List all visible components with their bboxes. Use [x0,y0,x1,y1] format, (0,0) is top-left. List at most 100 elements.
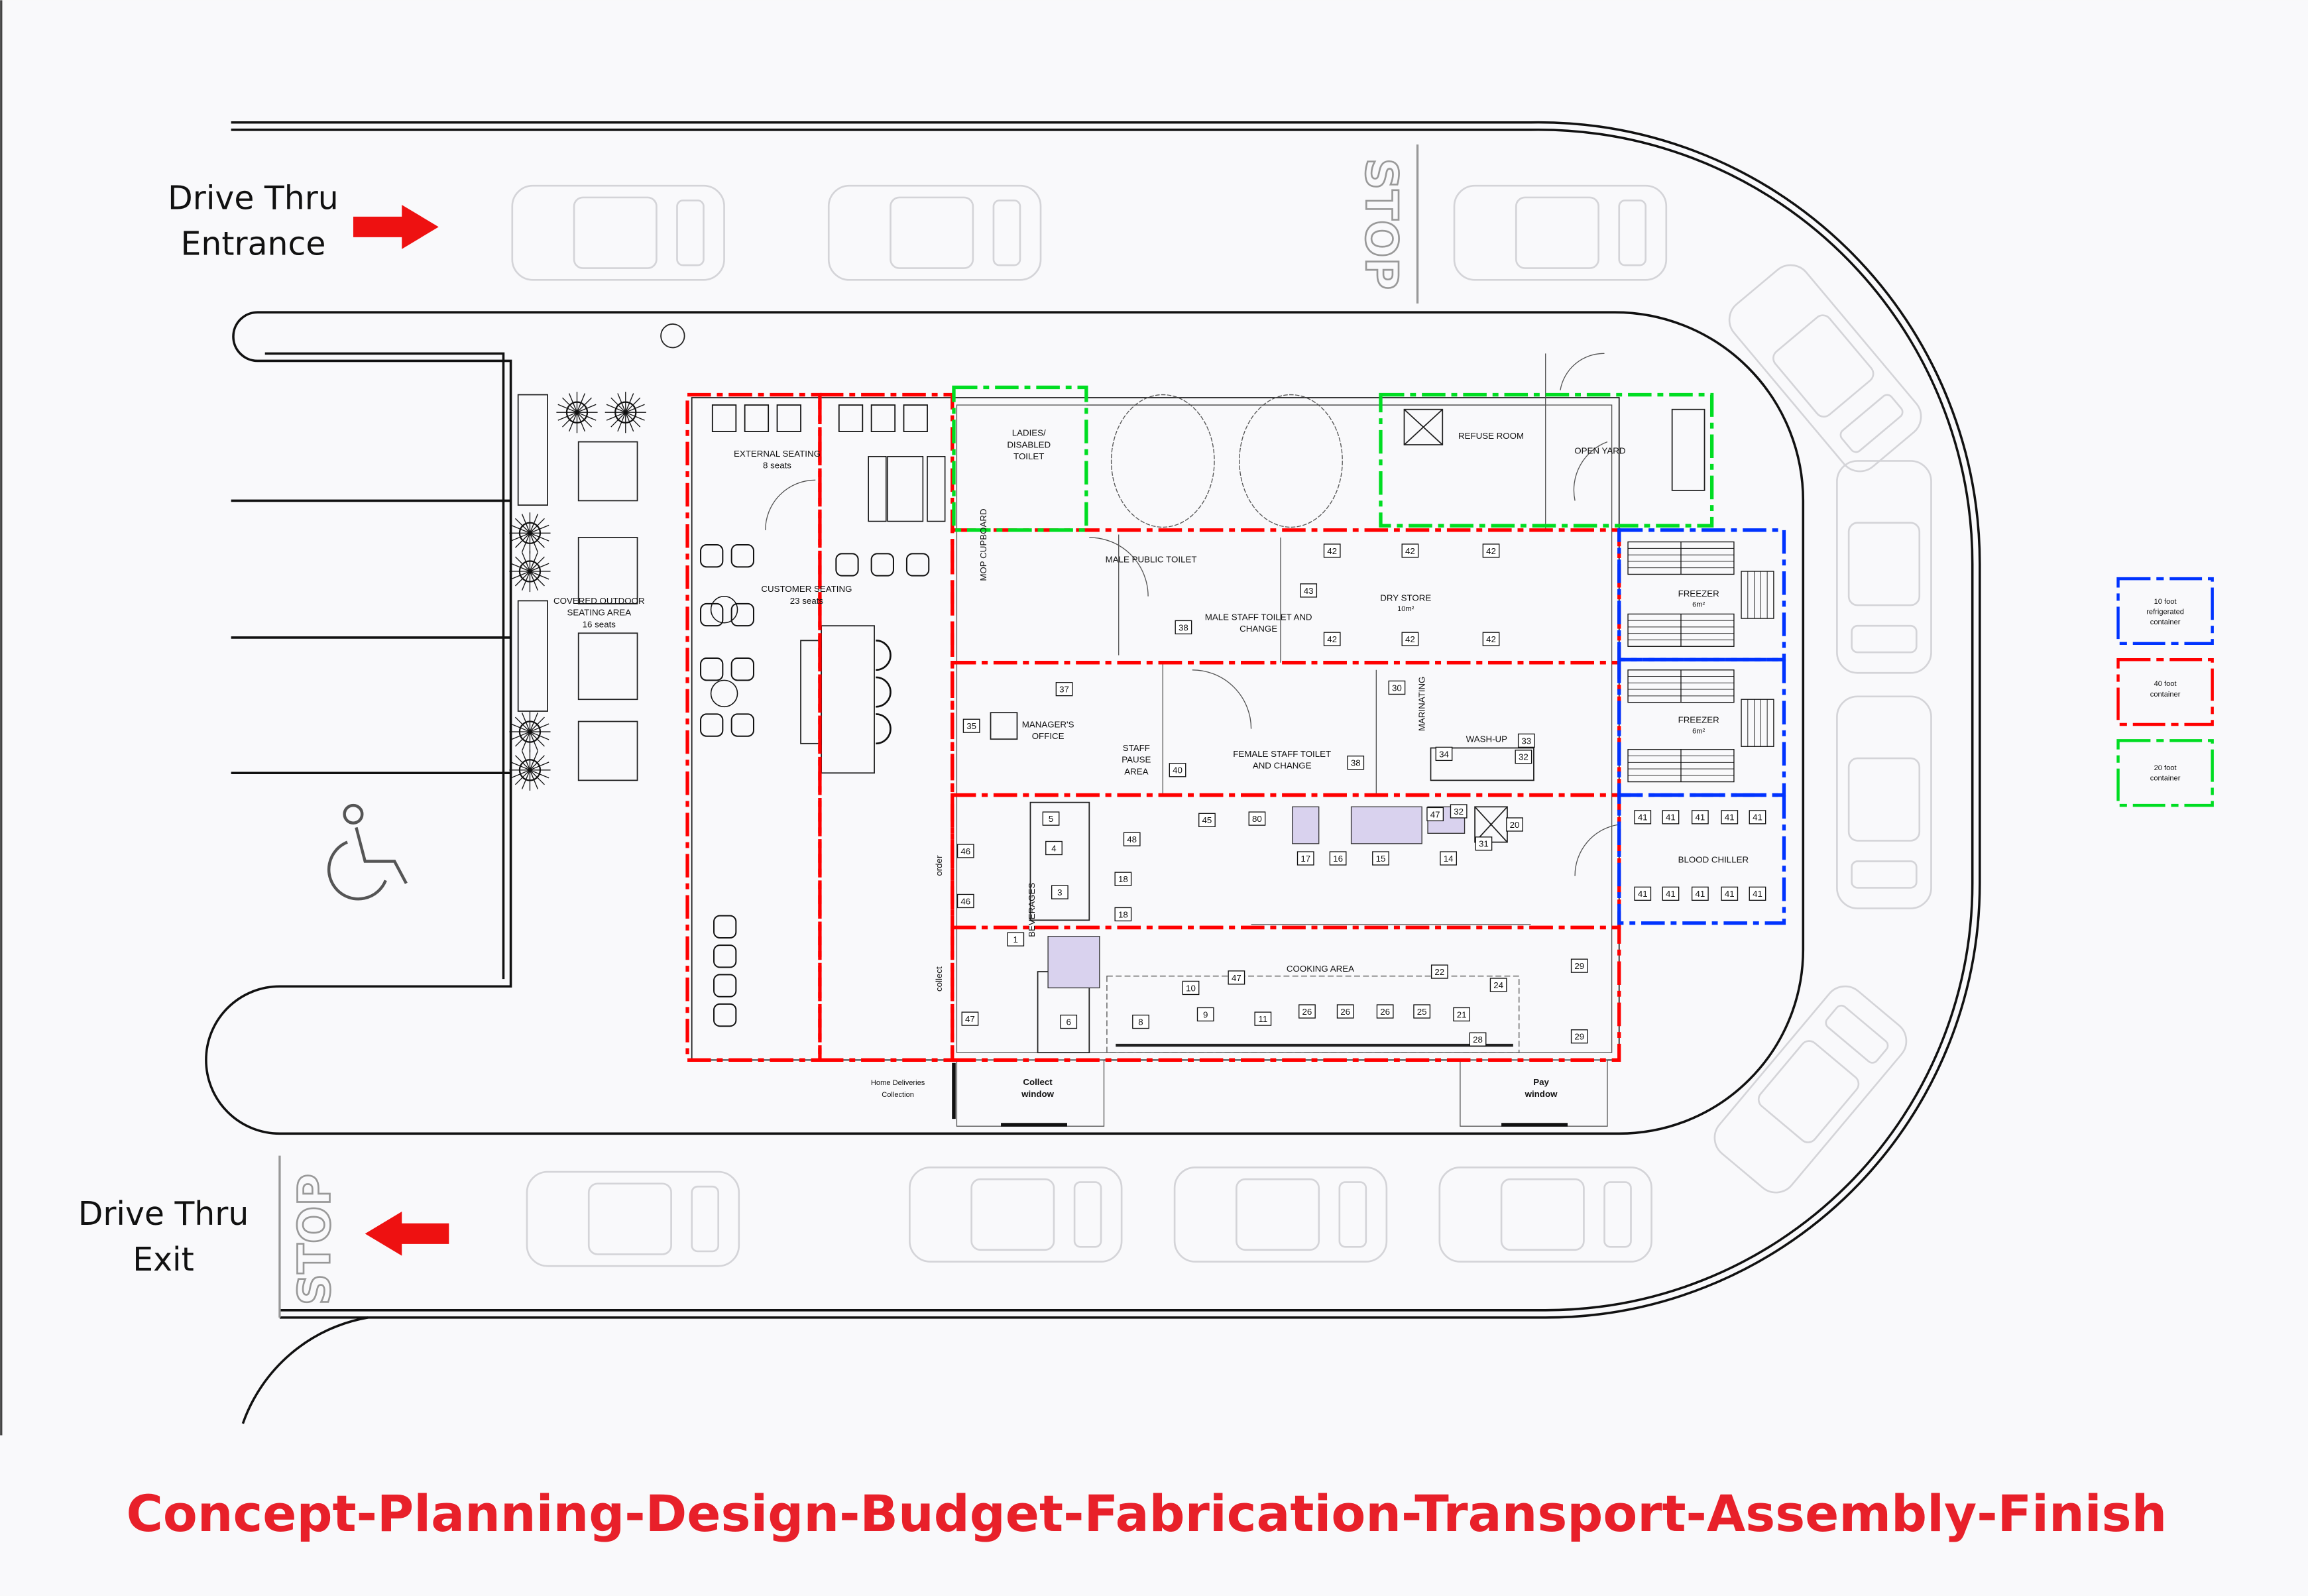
equipment-tag: 80 [1248,811,1266,826]
equipment-tag: 25 [1413,1004,1431,1019]
equipment-tag: 42 [1323,543,1341,558]
stop-marking-top: STOP [1356,158,1407,290]
equipment-tag-number: 14 [1444,854,1454,864]
chair-icon [713,915,737,939]
equipment-tag-number: 18 [1118,874,1128,884]
equipment-tag-number: 41 [1666,813,1676,823]
equipment-tag-number: 32 [1454,807,1464,817]
drive-thru-lane [205,121,1981,1424]
equipment-tag: 32 [1515,750,1532,764]
ladies-toilet-label-3: TOILET [1013,451,1044,461]
staff-pause-label-1: STAFF [1123,743,1150,753]
equipment-tag: 35 [962,718,980,733]
equipment-tag: 3 [1051,885,1068,899]
equipment-tag-number: 10 [1186,983,1196,993]
container-40ft [685,392,822,1062]
stool-icon [876,713,892,745]
equipment-tag-number: 18 [1118,909,1128,919]
chair-icon [700,657,724,681]
equipment-tag: 26 [1298,1004,1316,1019]
freezer-2-label: FREEZER [1678,715,1719,725]
covered-outdoor-label-1: COVERED OUTDOOR [553,596,645,606]
car-outline [1728,264,1922,473]
legend-label: container [2150,618,2181,626]
room-labels: EXTERNAL SEATING 8 seats CUSTOMER SEATIN… [553,428,1749,1099]
equipment-tag-number: 1 [1013,935,1018,944]
equipment-tag-number: 17 [1300,854,1310,864]
equipment-tag: 38 [1347,756,1365,770]
car-outline [1836,460,1932,674]
equipment-tag-number: 6 [1066,1017,1070,1027]
equipment-tag-number: 41 [1753,889,1762,899]
equipment-tag-number: 26 [1340,1007,1350,1017]
equipment-tag-number: 32 [1519,752,1529,762]
outdoor-planter-boxes [517,394,638,781]
wash-up-label: WASH-UP [1466,734,1507,744]
legend-item-20ft: 20 foot container [2116,739,2214,807]
equipment-tag-number: 47 [1430,809,1440,819]
pay-window-label-1: Pay [1533,1077,1549,1087]
equipment-tag: 17 [1297,851,1314,866]
car-outline [909,1167,1123,1263]
equipment-tag: 20 [1506,817,1523,832]
equipment-tag: 41 [1749,810,1766,825]
equipment-tag-number: 43 [1304,586,1314,596]
equipment-tag: 43 [1300,583,1318,598]
equipment-tag-number: 42 [1405,546,1415,556]
exit-arrow-icon [365,1212,449,1256]
external-seating-label: EXTERNAL SEATING [734,449,821,459]
equipment-tag: 41 [1634,810,1652,825]
equipment-tag: 22 [1430,964,1448,979]
external-seating-count: 8 seats [763,461,791,471]
equipment-tag: 10 [1182,980,1200,996]
equipment-tag-number: 15 [1376,854,1386,864]
equipment-tag-number: 41 [1638,889,1648,899]
accessible-parking-icon [327,803,408,901]
equipment-tag-number: 35 [966,721,976,731]
equipment-tag: 41 [1634,886,1652,901]
male-staff-toilet-label-2: CHANGE [1240,624,1277,634]
equipment-tag-number: 29 [1574,961,1584,971]
equipment-tag: 38 [1175,620,1192,635]
managers-office-label-2: OFFICE [1032,731,1065,741]
home-deliveries-label-1: Home Deliveries [871,1079,925,1087]
equipment-tag-number: 41 [1753,813,1762,823]
legend-label: 20 foot [2154,764,2177,772]
round-table-icon [710,595,738,624]
equipment-tag-number: 38 [1179,622,1188,632]
bench-icon [711,404,737,432]
equipment-tag-number: 30 [1392,683,1402,693]
female-staff-toilet-label-1: FEMALE STAFF TOILET [1233,749,1331,759]
equipment-tag-number: 48 [1127,834,1137,844]
equipment-tag: 41 [1691,886,1709,901]
equipment-tag-number: 9 [1203,1009,1208,1019]
refuse-room-label: REFUSE ROOM [1458,431,1524,441]
equipment-tag-number: 37 [1059,685,1069,695]
equipment-tag-number: 8 [1138,1017,1143,1027]
equipment-tag: 29 [1570,1029,1588,1044]
exit-label-line1: Drive Thru [78,1195,249,1233]
chair-icon [700,713,724,737]
equipment-tag-number: 26 [1380,1007,1390,1017]
ladies-toilet-label-2: DISABLED [1007,439,1051,449]
car-outline [511,184,725,281]
equipment-tag: 46 [956,893,974,909]
container-10ft-refrigerated [1617,793,1786,925]
entrance-label-line2: Entrance [181,225,326,263]
shelf-icon [1627,541,1735,575]
tree-icon [509,512,551,554]
staff-pause-label-2: PAUSE [1122,755,1151,765]
legend-item-40ft: 40 foot container [2116,658,2214,726]
equipment-tag-number: 11 [1258,1014,1267,1024]
equipment-tag-number: 45 [1202,815,1212,825]
equipment-tag: 6 [1060,1014,1078,1029]
chair-icon [835,553,859,577]
car-outline [1713,985,1908,1194]
covered-outdoor-label-2: SEATING AREA [567,608,631,618]
equipment-tag: 26 [1376,1004,1394,1019]
equipment-tag: 16 [1329,851,1347,866]
pay-window-label-2: window [1525,1089,1558,1099]
chair-icon [905,553,930,577]
equipment-tag: 41 [1662,886,1680,901]
